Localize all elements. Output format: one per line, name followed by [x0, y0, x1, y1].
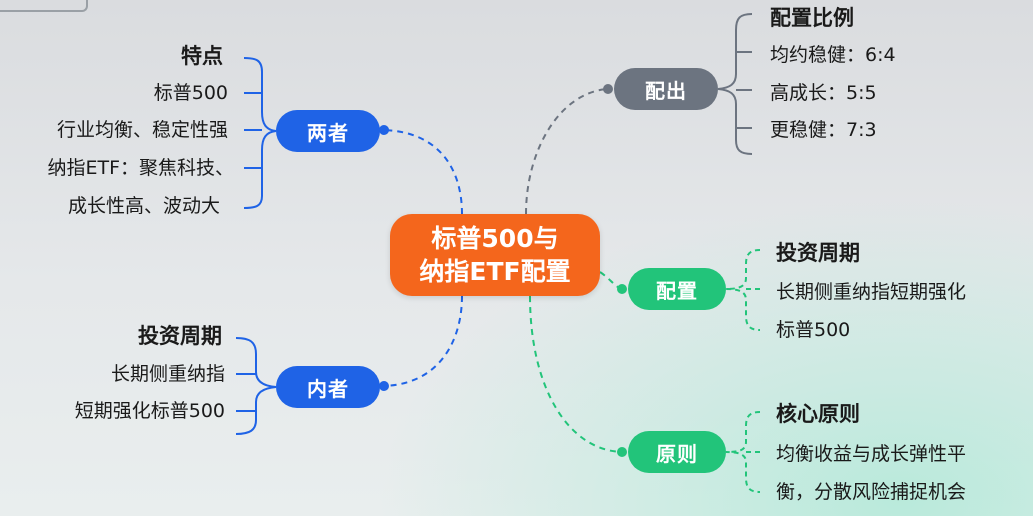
- corner-frame: [0, 0, 88, 12]
- dot-neizhe: [379, 381, 389, 391]
- leaf-item[interactable]: 成长性高、波动大: [67, 195, 220, 217]
- leaf-item[interactable]: 均衡收益与成长弹性平: [776, 443, 967, 465]
- leaf-item[interactable]: 纳指ETF：聚焦科技、: [47, 157, 234, 179]
- link-root-yuanze: [529, 295, 625, 453]
- branch-node-yuanze[interactable]: 原则: [628, 431, 726, 473]
- dot-liangzhe: [379, 125, 389, 135]
- central-topic[interactable]: 标普500与 纳指ETF配置: [390, 214, 600, 296]
- branch-node-neizhe[interactable]: 内者: [276, 366, 380, 408]
- leaf-item[interactable]: 标普500: [153, 82, 228, 104]
- leaf-item[interactable]: 短期强化标普500: [74, 400, 225, 422]
- branch-node-liangzhe[interactable]: 两者: [276, 110, 380, 152]
- leaf-item[interactable]: 均约稳健：6:4: [770, 44, 896, 66]
- bracket-liangzhe: [243, 57, 277, 209]
- bracket-neizhe: [235, 337, 277, 435]
- bracket-yuanze: [725, 411, 761, 493]
- dot-peichu: [603, 84, 613, 94]
- dot-yuanze: [617, 447, 627, 457]
- branch-node-peichu[interactable]: 配出: [614, 68, 718, 110]
- leaf-item[interactable]: 标普500: [776, 319, 851, 341]
- leaf-title-peizhi-bili[interactable]: 配置比例: [770, 6, 854, 30]
- leaf-item[interactable]: 更稳健：7:3: [770, 119, 877, 141]
- central-topic-line1: 标普500与: [431, 224, 559, 253]
- leaf-item[interactable]: 长期侧重纳指: [110, 363, 225, 385]
- leaf-item[interactable]: 高成长：5:5: [770, 82, 877, 104]
- leaf-item[interactable]: 长期侧重纳指短期强化: [776, 281, 967, 303]
- leaf-title-touzi-zhouqi-right[interactable]: 投资周期: [776, 241, 860, 265]
- leaf-title-tedian[interactable]: 特点: [181, 44, 223, 68]
- link-root-liangzhe: [383, 129, 463, 215]
- central-topic-line2: 纳指ETF配置: [419, 257, 571, 286]
- leaf-item[interactable]: 行业均衡、稳定性强: [56, 119, 228, 141]
- link-root-peichu: [525, 88, 609, 215]
- bracket-peichu: [717, 13, 753, 155]
- leaf-title-hexin-yuanze[interactable]: 核心原则: [776, 402, 860, 426]
- leaf-item[interactable]: 衡，分散风险捕捉机会: [776, 481, 967, 503]
- dot-peizhi: [617, 284, 627, 294]
- link-root-neizhe: [383, 295, 463, 387]
- branch-node-peizhi[interactable]: 配置: [628, 268, 726, 310]
- bracket-peizhi: [725, 249, 761, 331]
- leaf-title-touzi-zhouqi-left[interactable]: 投资周期: [138, 324, 222, 348]
